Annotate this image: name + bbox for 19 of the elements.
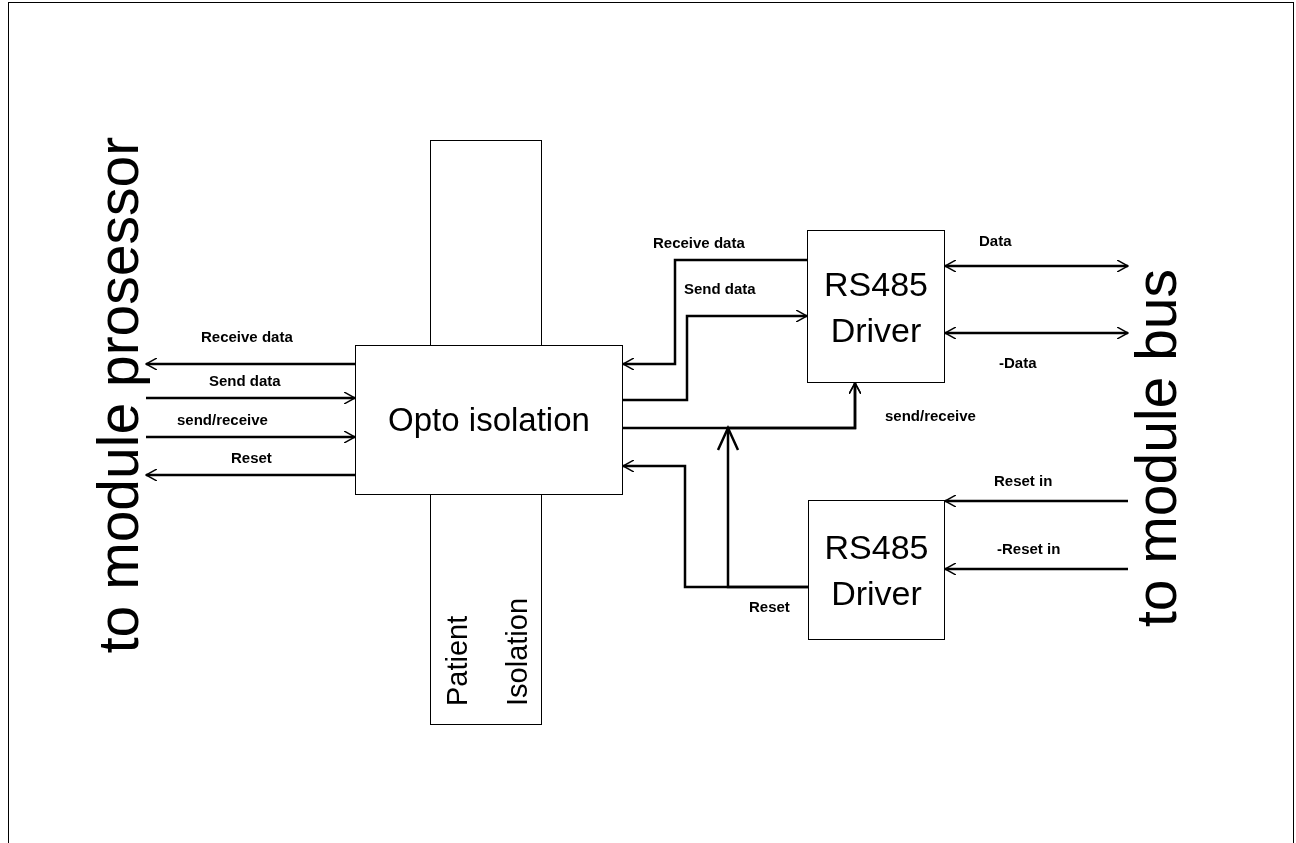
arrow — [622, 258, 807, 371]
side-label: to module bus — [1127, 268, 1185, 628]
arrow — [145, 357, 355, 371]
band-label: Patient Isolation — [440, 597, 534, 706]
arrow — [716, 382, 862, 589]
arrow — [146, 430, 356, 444]
block-box — [807, 230, 945, 383]
block-box — [355, 345, 623, 495]
arrow — [944, 259, 1129, 273]
block-box — [808, 500, 945, 640]
arrow — [944, 494, 1128, 508]
block-title: RS485 Driver — [823, 527, 930, 614]
arrow — [944, 326, 1129, 340]
block-title: Opto isolation — [388, 400, 590, 441]
arrow — [944, 562, 1128, 576]
arrow — [145, 468, 355, 482]
arrow — [146, 391, 356, 405]
block-title: RS485 Driver — [823, 263, 929, 351]
arrow — [623, 309, 808, 402]
